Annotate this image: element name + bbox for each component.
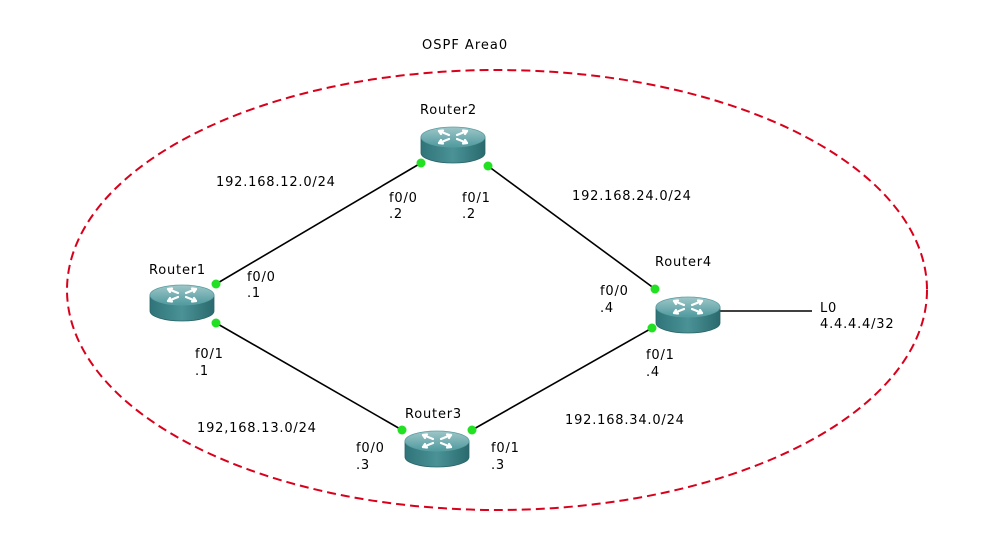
network-label-r2-r4: 192.168.24.0/24 [572,189,692,204]
link-r1-r3 [215,322,403,431]
r4-f00-ip: .4 [600,301,615,316]
link-r2-r4 [487,165,656,290]
port-dot-r4-f01 [647,323,657,333]
router4-label: Router4 [655,255,712,270]
r3-f00-port: f0/0 [356,441,385,456]
r1-f01-port: f0/1 [195,347,224,362]
r3-f01-port: f0/1 [491,441,520,456]
r2-f01-port: f0/1 [462,191,491,206]
network-label-r1-r3: 192,168.13.0/24 [197,421,317,436]
port-dot-r1-f00 [211,279,221,289]
r1-f00-port: f0/0 [247,270,276,285]
r3-f01-ip: .3 [491,458,506,473]
r1-f01-ip: .1 [195,364,210,379]
router2-icon[interactable] [419,125,487,165]
r4-f00-port: f0/0 [600,284,629,299]
area-title: OSPF Area0 [422,38,509,53]
port-dot-r2-f01 [483,161,493,171]
r2-f00-port: f0/0 [389,191,418,206]
r4-f01-port: f0/1 [646,348,675,363]
r2-f00-ip: .2 [389,207,404,222]
port-dot-r4-f00 [650,284,660,294]
router4-icon[interactable] [654,295,722,335]
link-r3-r4 [471,327,653,431]
router3-label: Router3 [405,407,462,422]
port-dot-r2-f00 [416,158,426,168]
network-label-r3-r4: 192.168.34.0/24 [565,413,685,428]
loopback-address: 4.4.4.4/32 [820,317,895,332]
port-dot-r3-f00 [397,425,407,435]
network-label-r1-r2: 192.168.12.0/24 [216,175,336,190]
router3-icon[interactable] [403,429,471,469]
r2-f01-ip: .2 [462,207,477,222]
router2-label: Router2 [420,103,477,118]
link-r1-r2 [215,162,422,285]
router1-icon[interactable] [148,283,216,323]
port-dot-r1-f01 [211,318,221,328]
port-dot-r3-f01 [467,425,477,435]
r3-f00-ip: .3 [356,458,371,473]
ospf-area-boundary [66,69,928,511]
loopback-name: L0 [820,301,838,316]
r1-f00-ip: .1 [247,286,262,301]
router1-label: Router1 [149,263,206,278]
r4-f01-ip: .4 [646,365,661,380]
